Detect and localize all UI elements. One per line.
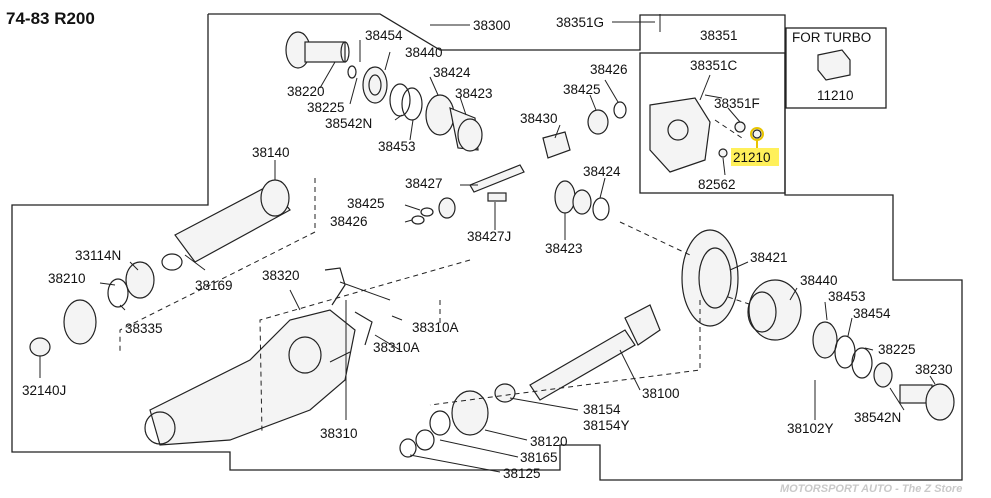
mount-bracket-38320-drawing: [324, 267, 373, 346]
rear-cover-38351c-drawing: [649, 97, 711, 173]
label-38425-top[interactable]: 38425: [563, 82, 601, 97]
companion-flange-38220-drawing: [285, 31, 350, 69]
label-38440-right[interactable]: 38440: [800, 273, 838, 288]
label-38423-mid[interactable]: 38423: [545, 241, 583, 256]
label-38425-mid[interactable]: 38425: [347, 196, 385, 211]
label-38310A-lower[interactable]: 38310A: [373, 340, 420, 355]
label-38430[interactable]: 38430: [520, 111, 558, 126]
right-side-bearings-drawing: [812, 321, 893, 388]
fill-plug-drawing: [718, 121, 762, 158]
label-38125[interactable]: 38125: [503, 466, 541, 481]
side-gear-38423-drawing: [425, 94, 483, 152]
spacer-drawing: [401, 87, 423, 121]
label-38210[interactable]: 38210: [48, 271, 86, 286]
diagram-title: 74-83 R200: [6, 9, 95, 28]
label-38230[interactable]: 38230: [915, 362, 953, 377]
label-38424-mid[interactable]: 38424: [583, 164, 621, 179]
oil-seal-bearing-group-drawing: [29, 261, 155, 357]
label-38169[interactable]: 38169: [195, 278, 233, 293]
label-38542N-top[interactable]: 38542N: [325, 116, 372, 131]
companion-flange-38230-drawing: [899, 383, 955, 421]
bearing-38440-drawing: [362, 66, 388, 104]
label-38310[interactable]: 38310: [320, 426, 358, 441]
highlighted-part-21210[interactable]: [731, 127, 779, 166]
pinion-bearing-group-drawing: [399, 383, 516, 458]
label-38310A-upper[interactable]: 38310A: [412, 320, 459, 335]
label-38351[interactable]: 38351: [700, 28, 738, 43]
o-ring-drawing: [347, 65, 357, 79]
label-38154Y[interactable]: 38154Y: [583, 418, 630, 433]
label-38421[interactable]: 38421: [750, 250, 788, 265]
label-38140[interactable]: 38140: [252, 145, 290, 160]
label-38454-top[interactable]: 38454: [365, 28, 403, 43]
label-38351F[interactable]: 38351F: [714, 96, 760, 111]
label-38154[interactable]: 38154: [583, 402, 621, 417]
label-38100[interactable]: 38100: [642, 386, 680, 401]
label-38220[interactable]: 38220: [287, 84, 325, 99]
pinion-mate-38425-drawing: [587, 101, 627, 135]
label-38454-right[interactable]: 38454: [853, 306, 891, 321]
label-38165[interactable]: 38165: [520, 450, 558, 465]
label-38102Y[interactable]: 38102Y: [787, 421, 834, 436]
label-38300[interactable]: 38300: [473, 18, 511, 33]
thrust-block-38430-drawing: [542, 131, 571, 159]
label-38320[interactable]: 38320: [262, 268, 300, 283]
differential-case-drawing: [747, 279, 802, 341]
for-turbo-box: [785, 27, 887, 109]
ring-gear-38421-drawing: [681, 229, 739, 327]
label-38351C[interactable]: 38351C: [690, 58, 738, 73]
label-38335[interactable]: 38335: [125, 321, 163, 336]
label-38426-top[interactable]: 38426: [590, 62, 628, 77]
label-38424-top[interactable]: 38424: [433, 65, 471, 80]
label-38423-top[interactable]: 38423: [455, 86, 493, 101]
label-32140J[interactable]: 32140J: [22, 383, 66, 398]
label-38225-top[interactable]: 38225: [307, 100, 345, 115]
pinion-mate-gear-drawing: [411, 197, 456, 225]
label-38453-top[interactable]: 38453: [378, 139, 416, 154]
label-for-turbo: FOR TURBO: [792, 30, 871, 45]
label-11210[interactable]: 11210: [817, 88, 854, 103]
turbo-part-11210-drawing: [817, 49, 851, 81]
assembly-guide-lines: [119, 119, 753, 435]
label-82562[interactable]: 82562: [698, 177, 736, 192]
label-38426-mid[interactable]: 38426: [330, 214, 368, 229]
label-38351G[interactable]: 38351G: [556, 15, 604, 30]
side-gear-right-drawing: [554, 180, 610, 221]
label-21210-highlighted[interactable]: 21210: [733, 150, 771, 165]
leader-lines: [39, 14, 936, 473]
label-38427J[interactable]: 38427J: [467, 229, 511, 244]
label-38427[interactable]: 38427: [405, 176, 443, 191]
label-33114N[interactable]: 33114N: [75, 248, 121, 263]
drive-pinion-38100-drawing: [529, 304, 661, 401]
label-38542N-right[interactable]: 38542N: [854, 410, 901, 425]
watermark: MOTORSPORT AUTO - The Z Store: [780, 483, 962, 495]
shim-38453-drawing: [389, 83, 411, 117]
label-38120[interactable]: 38120: [530, 434, 568, 449]
cover-subassembly-frame: [639, 52, 786, 194]
diff-housing-38310-drawing: [144, 309, 356, 446]
label-38453-right[interactable]: 38453: [828, 289, 866, 304]
side-shaft-38169-drawing: [161, 179, 291, 271]
label-38225-right[interactable]: 38225: [878, 342, 916, 357]
pinion-shaft-38427-drawing: [469, 164, 525, 202]
label-38440-top[interactable]: 38440: [405, 45, 443, 60]
assembly-frame: [11, 13, 963, 481]
